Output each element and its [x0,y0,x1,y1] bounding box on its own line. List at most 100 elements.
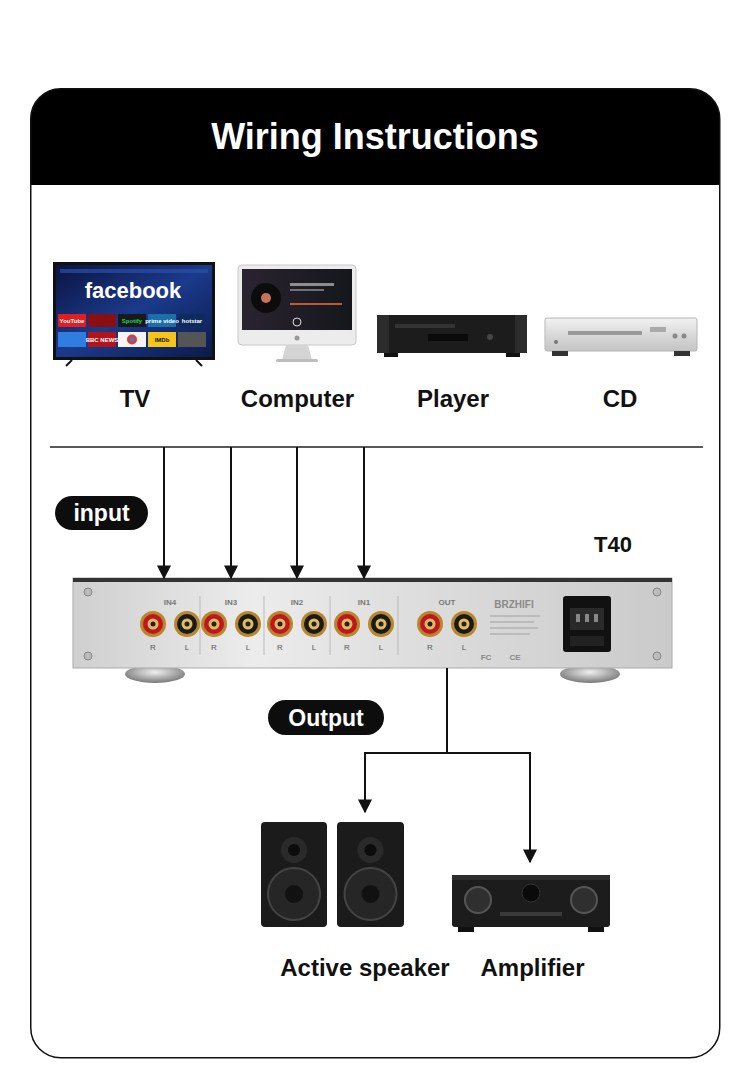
player-illustration [428,334,468,341]
app-tile-text: Spotify [122,317,142,324]
speaker-illustration [362,885,380,903]
port-label: OUT [439,599,456,608]
signal-arrow [296,447,298,578]
amplifier-illustration [588,927,604,932]
amplifier-illustration [452,875,610,880]
signal-arrow [447,668,530,862]
t40-rear-panel [73,578,672,683]
channel-label: L [462,644,466,653]
computer-illustration [242,269,352,330]
divider-line [50,446,703,448]
device-node: Computer [225,255,370,447]
card-frame [31,89,720,1058]
tv-illustration [118,314,146,327]
tv-illustration [88,314,116,327]
player-illustration [515,315,527,353]
node-label: T40 [573,532,653,558]
amplifier-illustration [500,912,562,916]
node-label: Computer [195,385,400,413]
player-illustration [395,324,455,328]
speaker-illustration [285,885,303,903]
node-label: Amplifier [425,954,640,982]
cd-illustration [682,334,687,339]
t40-rear-panel [73,578,672,582]
speaker-illustration [358,837,384,863]
speaker-illustration [288,844,300,856]
card-border [31,89,720,1058]
t40-rear-panel [570,636,604,646]
computer-illustration [295,336,300,341]
tv-illustration [58,314,86,327]
t40-rear-panel [594,614,598,622]
cd-illustration [552,351,568,356]
node-label: CD [515,385,725,413]
tv-illustration [196,360,202,366]
device-node: Player [378,255,528,447]
channel-label: R [211,644,217,653]
t40-rear-panel [490,627,538,629]
cert-mark: CE [509,654,520,663]
t40-rear-panel [174,611,200,637]
t40-rear-panel [267,611,293,637]
player-illustration [487,334,493,340]
computer-illustration [282,345,312,360]
player-illustration [377,315,389,353]
t40-rear-panel [235,611,261,637]
player-illustration [377,315,527,357]
tv-illustration [148,332,176,347]
player-illustration [384,353,398,357]
computer-illustration [290,303,342,305]
app-tile-text: hotstar [182,317,202,324]
device-panel: T40 [73,578,672,668]
signal-arrow [163,447,165,578]
app-tile-text: prime video [145,317,179,324]
speaker-illustration [261,822,327,927]
section-pill: input [55,496,148,530]
cd-illustration [650,327,666,332]
amplifier-illustration [571,887,597,913]
app-tile-text: IMDb [155,336,170,343]
t40-rear-panel [653,652,661,660]
tv-illustration [127,335,137,345]
computer-illustration [276,359,318,362]
cd-illustration [568,331,642,335]
screen-logo: facebook [85,279,182,303]
t40-rear-panel [334,611,360,637]
port-label: IN3 [225,599,237,608]
t40-rear-panel [417,611,443,637]
t40-rear-panel [576,614,580,622]
t40-rear-panel [570,608,604,630]
channel-label: L [379,644,383,653]
speaker-illustration [261,822,404,927]
t40-rear-panel [264,596,265,655]
computer-illustration [290,283,334,286]
speaker-illustration [337,822,404,927]
speaker-illustration [365,844,377,856]
header-band [31,89,720,185]
signal-arrow [365,668,447,812]
cd-illustration [673,334,678,339]
channel-label: L [312,644,316,653]
tv-illustration [130,337,134,341]
amplifier-illustration [522,884,540,902]
signal-arrow [230,447,232,578]
computer-illustration [293,318,301,326]
computer-illustration [261,293,271,303]
amplifier-illustration [465,887,491,913]
tv-illustration [178,332,206,347]
app-tile-text: BBC NEWS [86,336,119,343]
t40-rear-panel [140,611,166,637]
t40-rear-panel [451,611,477,637]
channel-label: R [150,644,156,653]
computer-illustration [238,265,356,362]
tv-illustration [66,360,72,366]
channel-label: L [246,644,250,653]
speaker-illustration [281,837,307,863]
amplifier-illustration [452,875,610,932]
amplifier-illustration [452,875,610,927]
tv-illustration [53,262,215,366]
